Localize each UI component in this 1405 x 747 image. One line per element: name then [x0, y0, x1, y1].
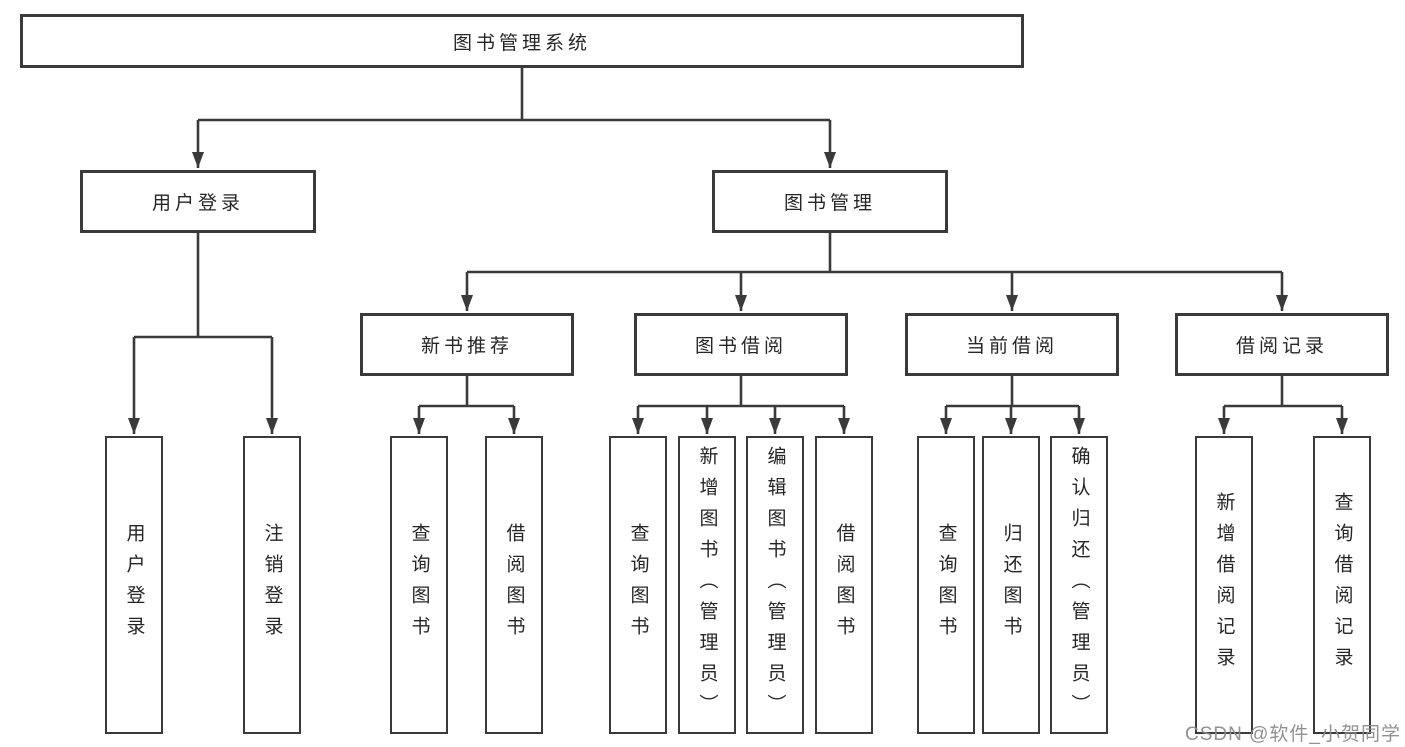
- node-current-borrowing: 当前借阅: [905, 313, 1119, 376]
- node-borrowing-records: 借阅记录: [1175, 313, 1389, 376]
- leaf-borrowing-borrow-books: 借阅图书: [815, 436, 873, 734]
- node-new-book-recommend: 新书推荐: [360, 313, 574, 376]
- node-root: 图书管理系统: [20, 14, 1024, 68]
- leaf-current-query-books: 查询图书: [917, 436, 975, 734]
- leaf-logout: 注销登录: [243, 436, 301, 734]
- leaf-user-login: 用户登录: [105, 436, 163, 734]
- node-book-management: 图书管理: [712, 170, 948, 233]
- leaf-newbook-borrow-books: 借阅图书: [485, 436, 543, 734]
- leaf-records-query-record: 查询借阅记录: [1313, 436, 1371, 734]
- leaf-borrowing-edit-books-admin: 编辑图书（管理员）: [746, 436, 804, 734]
- leaf-current-confirm-return-admin: 确认归还（管理员）: [1050, 436, 1108, 734]
- leaf-borrowing-query-books: 查询图书: [609, 436, 667, 734]
- leaf-newbook-query-books: 查询图书: [390, 436, 448, 734]
- leaf-records-add-record: 新增借阅记录: [1195, 436, 1253, 734]
- node-book-borrowing: 图书借阅: [634, 313, 848, 376]
- watermark-text: CSDN @软件_小贺同学: [1185, 724, 1401, 745]
- leaf-current-return-books: 归还图书: [982, 436, 1040, 734]
- node-user-login-branch: 用户登录: [80, 170, 316, 233]
- leaf-borrowing-add-books-admin: 新增图书（管理员）: [678, 436, 736, 734]
